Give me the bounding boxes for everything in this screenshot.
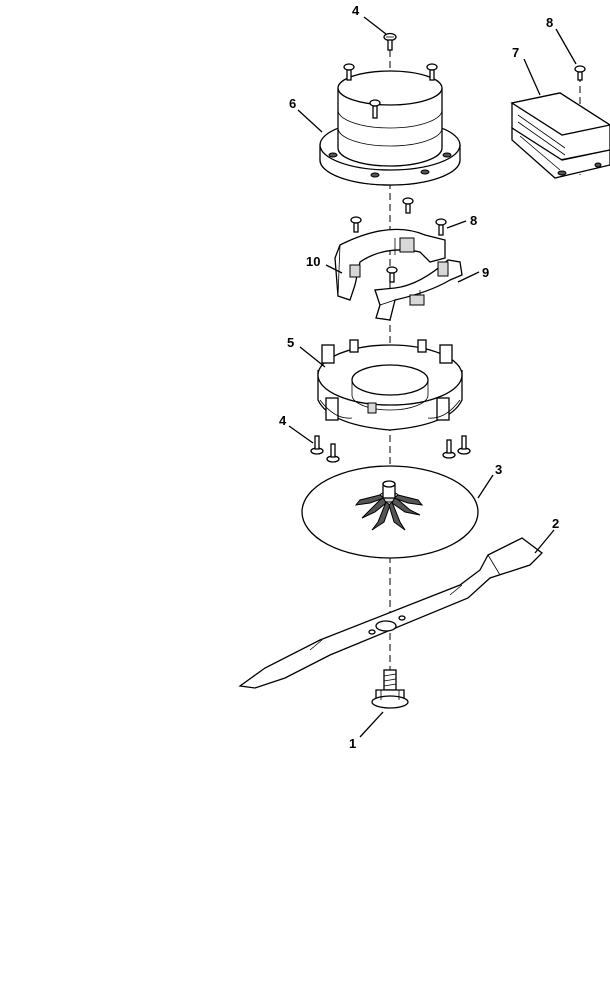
blade-bolt [371,669,409,709]
motor-housing [319,70,461,186]
callout-8-top: 8 [546,15,553,30]
callout-2: 2 [552,516,559,531]
mower-blade [238,537,543,689]
callout-5: 5 [287,335,294,350]
control-module [510,92,610,179]
screw-top [383,32,397,51]
clamp-right [374,259,463,321]
fan-disc [301,465,479,559]
motor-mount-plate [317,339,463,431]
callout-10: 10 [306,254,320,269]
callout-8-mid: 8 [470,213,477,228]
module-screw [574,65,586,81]
callout-4-top: 4 [352,3,360,18]
callout-4-bottom: 4 [279,413,287,428]
clamp-screws [350,197,447,283]
leader-lines [288,16,577,738]
housing-screws [343,63,438,119]
clamp-left [334,228,446,301]
callout-9: 9 [482,265,489,280]
callout-6: 6 [289,96,296,111]
callout-7: 7 [512,45,519,60]
plate-screws [310,435,471,463]
callout-3: 3 [495,462,502,477]
callout-1: 1 [349,736,356,751]
